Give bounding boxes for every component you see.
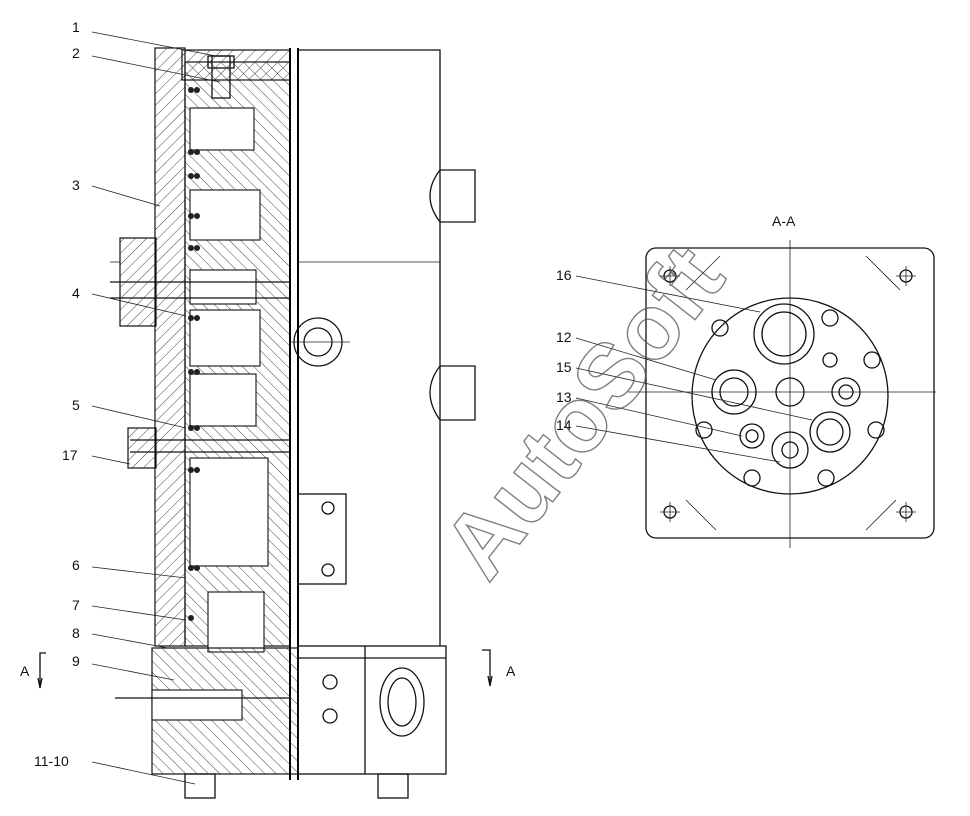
sectional-view bbox=[110, 47, 409, 799]
left-callouts: 1 2 3 4 5 17 6 7 8 9 11-10 bbox=[34, 19, 221, 785]
section-a-a-view: A-A bbox=[556, 213, 936, 548]
callout-13: 13 bbox=[556, 389, 572, 405]
callout-8: 8 bbox=[72, 625, 80, 641]
callout-15: 15 bbox=[556, 359, 572, 375]
callout-5: 5 bbox=[72, 397, 80, 413]
top-cap bbox=[181, 49, 291, 81]
section-marker-left: A bbox=[20, 663, 30, 679]
left-plate bbox=[154, 47, 186, 647]
callout-2: 2 bbox=[72, 45, 80, 61]
callout-3: 3 bbox=[72, 177, 80, 193]
callout-17: 17 bbox=[62, 447, 78, 463]
callout-16: 16 bbox=[556, 267, 572, 283]
callout-11-10: 11-10 bbox=[34, 753, 69, 769]
watermark: AutoSoft bbox=[424, 228, 743, 597]
callout-7: 7 bbox=[72, 597, 80, 613]
callout-1: 1 bbox=[72, 19, 80, 35]
section-marker-right: A bbox=[506, 663, 516, 679]
callout-6: 6 bbox=[72, 557, 80, 573]
seal-rings bbox=[188, 87, 200, 621]
callout-9: 9 bbox=[72, 653, 80, 669]
section-markers: A A bbox=[20, 649, 516, 689]
section-title: A-A bbox=[772, 213, 796, 229]
callout-4: 4 bbox=[72, 285, 80, 301]
side-body bbox=[110, 49, 476, 775]
callout-12: 12 bbox=[556, 329, 572, 345]
callout-14: 14 bbox=[556, 417, 572, 433]
